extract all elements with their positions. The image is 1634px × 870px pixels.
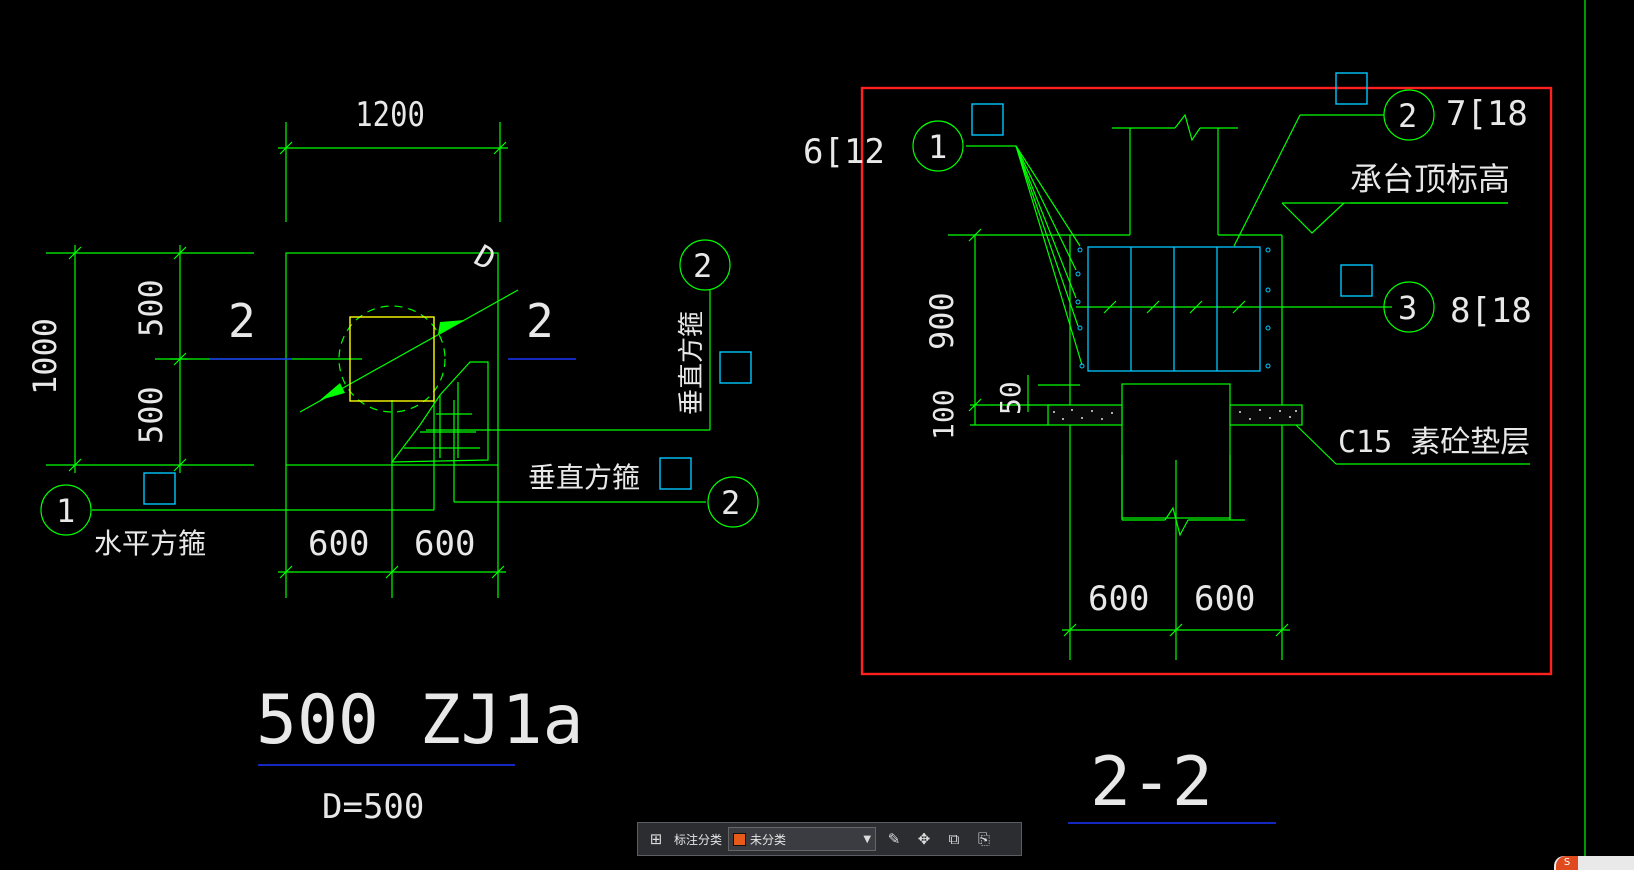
- cushion-hatch: [1053, 409, 1297, 420]
- label-c15-cushion: C15 素砼垫层: [1338, 425, 1530, 460]
- label-vertical-hoop-rotated: 垂直方箍: [677, 311, 707, 415]
- category-color-swatch: [733, 832, 747, 846]
- grid-icon[interactable]: ⊞: [649, 830, 663, 848]
- cyan-marker-2: [719, 351, 752, 384]
- edit-icon[interactable]: ✎: [887, 830, 901, 848]
- dim-600-right-section: 600: [1194, 579, 1255, 619]
- plan-subtitle: D=500: [322, 787, 424, 827]
- rebar-ticks: [1103, 300, 1246, 314]
- callout-1-left: 1: [56, 492, 75, 530]
- plan-title: 500 ZJ1a: [256, 681, 584, 760]
- dim-50: 50: [994, 381, 1027, 415]
- rebar-6-12: 6[12: [803, 132, 885, 172]
- dim-1000: 1000: [26, 318, 64, 395]
- cyan-marker-5: [1335, 72, 1368, 105]
- label-vertical-hoop: 垂直方箍: [528, 461, 640, 494]
- dim-600-right: 600: [414, 524, 475, 564]
- cushion-right-outline: [1229, 404, 1303, 426]
- rebar-8-18: 8[18: [1450, 291, 1532, 331]
- move-icon[interactable]: ✥: [917, 830, 931, 848]
- annotation-toolbar: ⊞ 标注分类 未分类 ▼ ✎ ✥ ⧉ ⎘: [637, 822, 1022, 856]
- cyan-marker-3: [659, 457, 692, 490]
- section-marker-left: 2: [228, 294, 256, 348]
- dim-500-bottom: 500: [132, 386, 170, 444]
- dim-1200: 1200: [355, 96, 425, 135]
- category-label: 标注分类: [674, 832, 723, 847]
- chevron-down-icon: ▼: [863, 833, 872, 845]
- copy-icon[interactable]: ⧉: [948, 830, 960, 848]
- dim-100: 100: [927, 389, 960, 440]
- selection-frame[interactable]: [860, 86, 1553, 676]
- callout-3-right: 3: [1398, 289, 1417, 327]
- section-title: 2-2: [1090, 743, 1213, 822]
- paste-icon[interactable]: ⎘: [978, 830, 991, 848]
- category-value: 未分类: [750, 832, 787, 847]
- callout-1-right: 1: [928, 128, 947, 166]
- category-select[interactable]: 未分类 ▼: [728, 827, 877, 851]
- callout-2-top: 2: [693, 247, 712, 285]
- label-horizontal-hoop: 水平方箍: [94, 527, 206, 560]
- dim-500-top: 500: [132, 279, 170, 337]
- plan-view: [40, 122, 759, 598]
- cyan-marker-4: [971, 103, 1004, 136]
- rebar-grid: [1087, 246, 1261, 372]
- cyan-marker-6: [1340, 264, 1373, 297]
- label-cap-top-elevation: 承台顶标高: [1350, 160, 1510, 198]
- cyan-marker-1: [143, 472, 176, 505]
- rebar-dots: [1075, 247, 1271, 369]
- rebar-7-18: 7[18: [1446, 94, 1528, 134]
- section-marker-right: 2: [526, 294, 554, 348]
- dim-600-left-section: 600: [1088, 579, 1149, 619]
- callout-2-right: 2: [1398, 97, 1417, 135]
- pile-circle: [338, 305, 446, 413]
- dim-600-left: 600: [308, 524, 369, 564]
- cushion-left-outline: [1047, 404, 1123, 426]
- ime-logo-icon[interactable]: S: [1556, 856, 1578, 870]
- callout-2-bottom: 2: [721, 484, 740, 522]
- column-square: [349, 316, 435, 402]
- dim-900: 900: [923, 292, 961, 350]
